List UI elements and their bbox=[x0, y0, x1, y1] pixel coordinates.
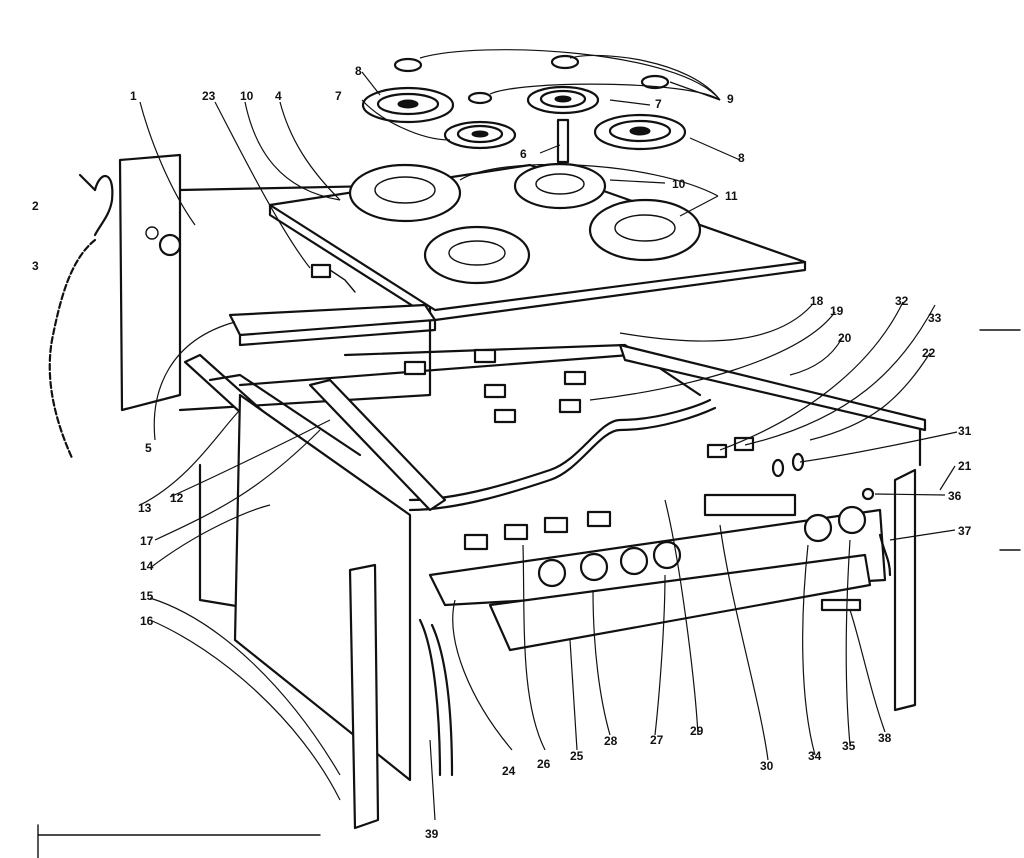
callout-34: 34 bbox=[808, 749, 822, 763]
callout-28: 28 bbox=[604, 734, 618, 748]
terminal-block bbox=[556, 118, 570, 164]
callout-30: 30 bbox=[760, 759, 774, 773]
callout-10-left: 10 bbox=[240, 89, 254, 103]
callout-7-left: 7 bbox=[335, 89, 342, 103]
callout-32: 32 bbox=[895, 294, 909, 308]
callout-35: 35 bbox=[842, 739, 856, 753]
callout-4: 4 bbox=[275, 89, 282, 103]
callout-2-top: 2 bbox=[32, 199, 39, 213]
clock-timer bbox=[703, 493, 797, 517]
callout-2-bottom: 3 bbox=[32, 259, 39, 273]
callout-labels: 1 2 3 3 4 5 6 7 7 8 8 9 10 10 11 12 13 1… bbox=[32, 64, 972, 841]
callout-33: 33 bbox=[928, 311, 942, 325]
callout-5: 5 bbox=[145, 441, 152, 455]
callout-38: 38 bbox=[878, 731, 892, 745]
callout-16: 16 bbox=[140, 614, 154, 628]
trim-rings bbox=[393, 54, 670, 105]
drip-bowls bbox=[348, 162, 702, 285]
bracket bbox=[310, 263, 356, 293]
callout-10-right: 10 bbox=[672, 177, 686, 191]
callout-19: 19 bbox=[830, 304, 844, 318]
side-trim bbox=[348, 563, 380, 830]
callout-23: 23 bbox=[202, 89, 216, 103]
callout-12: 12 bbox=[170, 491, 184, 505]
callout-39: 39 bbox=[425, 827, 439, 841]
callout-13: 13 bbox=[138, 501, 152, 515]
callout-1: 1 bbox=[130, 89, 137, 103]
callout-22: 22 bbox=[922, 346, 936, 360]
leader-lines bbox=[139, 49, 958, 821]
callout-37: 37 bbox=[958, 524, 972, 538]
callout-8-left: 8 bbox=[355, 64, 362, 78]
callout-27: 27 bbox=[650, 733, 664, 747]
receptacles bbox=[403, 348, 587, 424]
callout-11: 11 bbox=[725, 189, 738, 203]
callout-24: 24 bbox=[502, 764, 516, 778]
callout-29: 29 bbox=[690, 724, 704, 738]
callout-21: 21 bbox=[958, 459, 972, 473]
callout-26: 26 bbox=[537, 757, 551, 771]
frame-marks bbox=[37, 329, 1021, 858]
callout-25: 25 bbox=[570, 749, 584, 763]
knobs bbox=[537, 505, 867, 588]
callout-20: 20 bbox=[838, 331, 852, 345]
callout-7-right: 7 bbox=[655, 97, 662, 111]
callout-9: 9 bbox=[727, 92, 734, 106]
callout-6: 6 bbox=[520, 147, 527, 161]
callout-15: 15 bbox=[140, 589, 154, 603]
callout-17: 17 bbox=[140, 534, 154, 548]
wiring-harness bbox=[418, 618, 454, 777]
front-rail bbox=[228, 303, 437, 347]
power-cord bbox=[48, 173, 114, 460]
surface-elements bbox=[361, 85, 687, 151]
callout-36: 36 bbox=[948, 489, 962, 503]
switches bbox=[463, 510, 612, 551]
callout-31: 31 bbox=[958, 424, 972, 438]
callout-14: 14 bbox=[140, 559, 154, 573]
callout-18: 18 bbox=[810, 294, 824, 308]
callout-8-right: 8 bbox=[738, 151, 745, 165]
